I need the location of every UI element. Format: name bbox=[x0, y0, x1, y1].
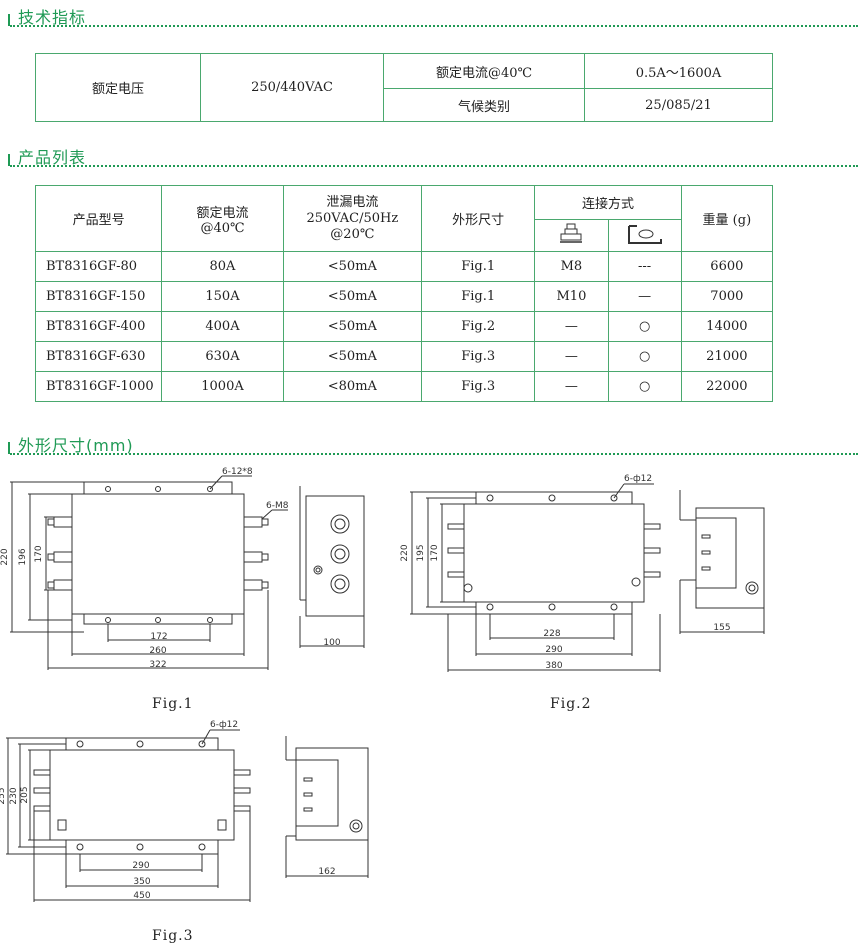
fig1-stud-label: 6-M8 bbox=[266, 501, 289, 511]
fig1-dim-w1: 172 bbox=[150, 632, 167, 642]
fig1-dim-h3: 170 bbox=[34, 545, 44, 562]
section-title: 外形尺寸(mm) bbox=[18, 436, 134, 455]
cell-model: BT8316GF-80 bbox=[34, 251, 163, 282]
fig2-dim-w1: 228 bbox=[543, 629, 560, 639]
fig3-dim-h3: 205 bbox=[20, 786, 30, 803]
fig3-dim-w2: 350 bbox=[133, 877, 150, 887]
cell-bolt: — bbox=[534, 371, 609, 402]
cell-current: 80A bbox=[161, 251, 284, 282]
cell-fig: Fig.2 bbox=[421, 311, 536, 342]
cell-fig: Fig.1 bbox=[421, 251, 536, 282]
fig1-dim-side: 100 bbox=[323, 638, 340, 648]
fig1-dim-w2: 260 bbox=[149, 646, 166, 656]
fig3-dim-w1: 290 bbox=[132, 861, 149, 871]
fig2-dim-h1: 220 bbox=[400, 544, 410, 561]
cell-fig: Fig.1 bbox=[421, 281, 536, 312]
fig2-front-view bbox=[410, 483, 661, 672]
cell-leak: <50mA bbox=[282, 341, 423, 372]
climate-label: 气候类别 bbox=[383, 88, 585, 122]
fig1-caption: Fig.1 bbox=[152, 696, 194, 712]
fig2-caption: Fig.2 bbox=[550, 696, 592, 712]
header-weight: 重量 (g) bbox=[680, 185, 774, 252]
cell-leak: <50mA bbox=[282, 311, 423, 342]
fig3-dim-w3: 450 bbox=[133, 891, 150, 901]
cell-current: 400A bbox=[161, 311, 284, 342]
header-outline: 外形尺寸 bbox=[421, 185, 536, 252]
specs-table: 额定电压 250/440VAC 额定电流@40℃ 0.5A～1600A 气候类别… bbox=[35, 53, 773, 122]
cell-current: 150A bbox=[161, 281, 284, 312]
climate-value: 25/085/21 bbox=[584, 88, 773, 122]
cell-weight: 7000 bbox=[680, 281, 774, 312]
fig1-dim-h1: 220 bbox=[0, 548, 10, 565]
fig2-dim-side: 155 bbox=[713, 623, 730, 633]
voltage-label: 额定电压 bbox=[35, 53, 201, 122]
current-label: 额定电流@40℃ bbox=[383, 53, 585, 89]
header-leakage: 泄漏电流 250VAC/50Hz @20℃ bbox=[282, 185, 423, 252]
cell-leak: <50mA bbox=[282, 281, 423, 312]
section-specs-header: 技术指标 bbox=[8, 4, 858, 28]
section-title: 产品列表 bbox=[18, 148, 87, 167]
section-title: 技术指标 bbox=[18, 8, 87, 27]
header-rated-current: 额定电流 @40℃ bbox=[161, 185, 284, 252]
fig1-dim-h2: 196 bbox=[18, 548, 28, 565]
cell-model: BT8316GF-1000 bbox=[34, 371, 163, 402]
fig3-side-view bbox=[285, 736, 369, 878]
fig1-holes-label: 6-12*8 bbox=[222, 467, 253, 477]
section-products-header: 产品列表 bbox=[8, 144, 858, 168]
fig3-holes-label: 6-ф12 bbox=[210, 720, 238, 730]
header-model: 产品型号 bbox=[34, 185, 163, 252]
cell-fig: Fig.3 bbox=[421, 371, 536, 402]
fig3-dim-side: 162 bbox=[318, 867, 335, 877]
cell-model: BT8316GF-630 bbox=[34, 341, 163, 372]
fig3-front-view bbox=[6, 729, 251, 902]
cell-leak: <80mA bbox=[282, 371, 423, 402]
cell-bar: ○ bbox=[607, 311, 682, 342]
fig3-dim-h1: 255 bbox=[0, 787, 7, 804]
fig2-holes-label: 6-ф12 bbox=[624, 474, 652, 484]
cell-bolt: — bbox=[534, 311, 609, 342]
busbar-terminal-icon bbox=[627, 224, 662, 244]
cell-bolt: M10 bbox=[534, 281, 609, 312]
cell-weight: 22000 bbox=[680, 371, 774, 402]
fig2-dim-w2: 290 bbox=[545, 645, 562, 655]
bolt-terminal-icon bbox=[560, 223, 583, 243]
cell-bolt: M8 bbox=[534, 251, 609, 282]
fig3-dim-h2: 230 bbox=[9, 787, 19, 804]
cell-leak: <50mA bbox=[282, 251, 423, 282]
current-value: 0.5A～1600A bbox=[584, 53, 773, 89]
section-dimensions-header: 外形尺寸(mm) bbox=[8, 432, 858, 456]
cell-bar: ○ bbox=[607, 371, 682, 402]
fig2-side-view bbox=[679, 490, 765, 634]
bolt-terminal-icon-cell bbox=[534, 219, 609, 252]
fig1-dim-w3: 322 bbox=[149, 660, 166, 670]
fig2-dim-w3: 380 bbox=[545, 661, 562, 671]
fig2-dim-h2: 195 bbox=[416, 544, 426, 561]
fig1-side-view bbox=[299, 486, 365, 648]
header-connection: 连接方式 bbox=[534, 185, 682, 220]
product-table: 产品型号 额定电流 @40℃ 泄漏电流 250VAC/50Hz @20℃ 外形尺… bbox=[34, 185, 774, 402]
busbar-terminal-icon-cell bbox=[607, 219, 682, 252]
fig2-dim-h3: 170 bbox=[430, 544, 440, 561]
cell-bar: — bbox=[607, 281, 682, 312]
fig3-caption: Fig.3 bbox=[152, 928, 194, 944]
fig1-front-view bbox=[10, 475, 288, 670]
